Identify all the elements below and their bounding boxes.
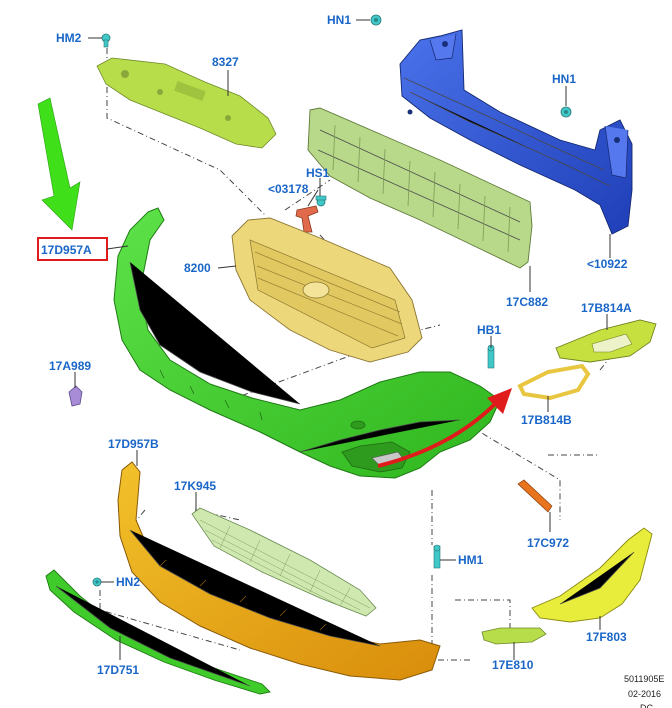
label-hn1-right: HN1 [552, 72, 576, 86]
label-17b814a: 17B814A [581, 301, 632, 315]
diagram-extra: DC [640, 703, 653, 708]
lower-grille-17k945 [191, 507, 377, 617]
bezel-17b814b [517, 363, 591, 401]
grille-8200 [231, 217, 423, 363]
label-17c972: 17C972 [527, 536, 569, 550]
label-hb1: HB1 [477, 323, 501, 337]
lip-spoiler-17d751 [45, 569, 271, 695]
hb1-clip-icon [487, 344, 495, 369]
label-10922: <10922 [587, 257, 628, 271]
label-17c882: 17C882 [506, 295, 548, 309]
label-17a989: 17A989 [49, 359, 91, 373]
label-17f803: 17F803 [586, 630, 627, 644]
label-17d957b: 17D957B [108, 437, 159, 451]
hn1-right-clip-icon [560, 106, 572, 118]
part-labels: HM2 8327 HN1 HN1 HS1 <03178 17D957A 8200… [41, 13, 632, 677]
label-hs1: HS1 [306, 166, 330, 180]
label-8327: 8327 [212, 55, 239, 69]
bumper-cover-17d957a [113, 207, 501, 479]
lower-cover-17d957b [117, 461, 441, 681]
footer-codes: 5011905E 02-2016 DC [624, 674, 664, 708]
hm1-clip-icon [433, 544, 441, 569]
leader-lines [74, 19, 611, 660]
label-17d751: 17D751 [97, 663, 139, 677]
label-hn1-top: HN1 [327, 13, 351, 27]
hs1-clip-icon [315, 195, 327, 207]
label-17d957a: 17D957A [41, 243, 92, 257]
clip-17a989 [68, 385, 83, 407]
label-17k945: 17K945 [174, 479, 216, 493]
red-curved-arrow-icon [377, 388, 512, 468]
hm2-clip-icon [101, 33, 111, 48]
label-hm1: HM1 [458, 553, 484, 567]
deflector-8327 [96, 57, 277, 149]
panel-17f803 [531, 527, 653, 623]
bracket-03178 [295, 205, 319, 233]
label-hm2: HM2 [56, 31, 82, 45]
hn2-clip-icon [92, 577, 102, 587]
hn1-top-clip-icon [370, 14, 382, 26]
diagram-code: 5011905E [624, 674, 664, 684]
bezel-17b814a-opening [591, 333, 633, 353]
diagram-date: 02-2016 [628, 689, 661, 699]
panel-17e810 [481, 627, 547, 645]
energy-absorber-17c882 [307, 107, 533, 269]
bumper-reinforcement [399, 29, 633, 235]
bracket-17c972 [517, 479, 553, 513]
green-down-arrow-icon [37, 97, 81, 231]
deflector-8327-holes [121, 70, 231, 121]
label-17e810: 17E810 [492, 658, 534, 672]
label-8200: 8200 [184, 261, 211, 275]
label-03178: <03178 [268, 182, 309, 196]
label-hn2: HN2 [116, 575, 140, 589]
label-17b814b: 17B814B [521, 413, 572, 427]
